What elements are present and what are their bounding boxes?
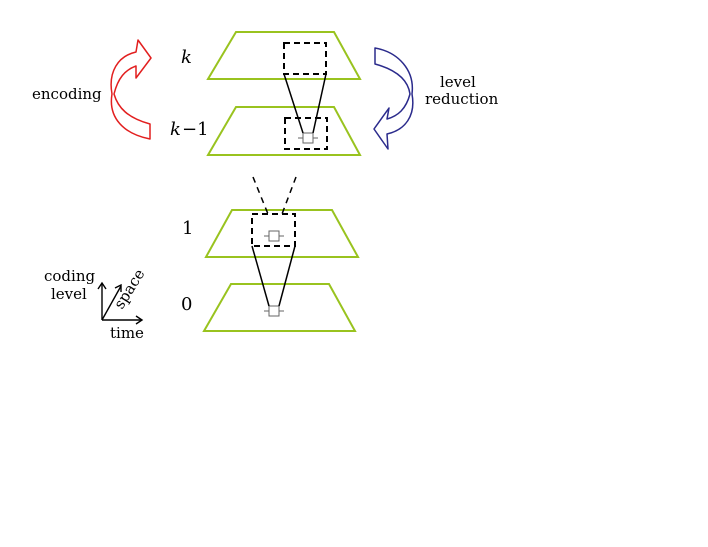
plane-level-k <box>206 31 362 80</box>
encoding-arrow-icon <box>110 39 152 140</box>
cone-k-to-k-minus-1 <box>283 73 327 134</box>
unit-level-1 <box>264 230 284 242</box>
cone-1-to-0 <box>251 245 296 307</box>
axis-label-level: level <box>51 285 87 303</box>
unit-level-0 <box>264 305 284 317</box>
plane-level-1 <box>204 209 360 258</box>
plane-level-k-minus-1 <box>206 106 362 156</box>
receptive-box-1 <box>251 213 296 247</box>
level-label-k-minus-1-rest: −1 <box>182 119 209 140</box>
receptive-box-k-minus-1 <box>284 117 328 150</box>
receptive-box-k <box>283 42 327 75</box>
unit-k-minus-1 <box>298 132 318 144</box>
level-label-k: k <box>181 47 192 68</box>
plane-level-0 <box>202 283 357 332</box>
cone-dashed-continuation <box>252 176 297 215</box>
level-reduction-label-line1: level <box>440 73 476 91</box>
level-reduction-arrow-icon <box>373 47 414 150</box>
axis-label-space: space <box>110 266 148 313</box>
level-label-0: 0 <box>181 294 192 315</box>
axis-indicator <box>97 281 144 325</box>
axis-label-coding: coding <box>44 267 95 285</box>
level-label-1: 1 <box>182 218 193 239</box>
axis-label-time: time <box>110 324 144 342</box>
encoding-label: encoding <box>32 85 102 103</box>
level-reduction-label-line2: reduction <box>425 90 499 108</box>
level-label-k-minus-1-var: k <box>170 119 181 140</box>
